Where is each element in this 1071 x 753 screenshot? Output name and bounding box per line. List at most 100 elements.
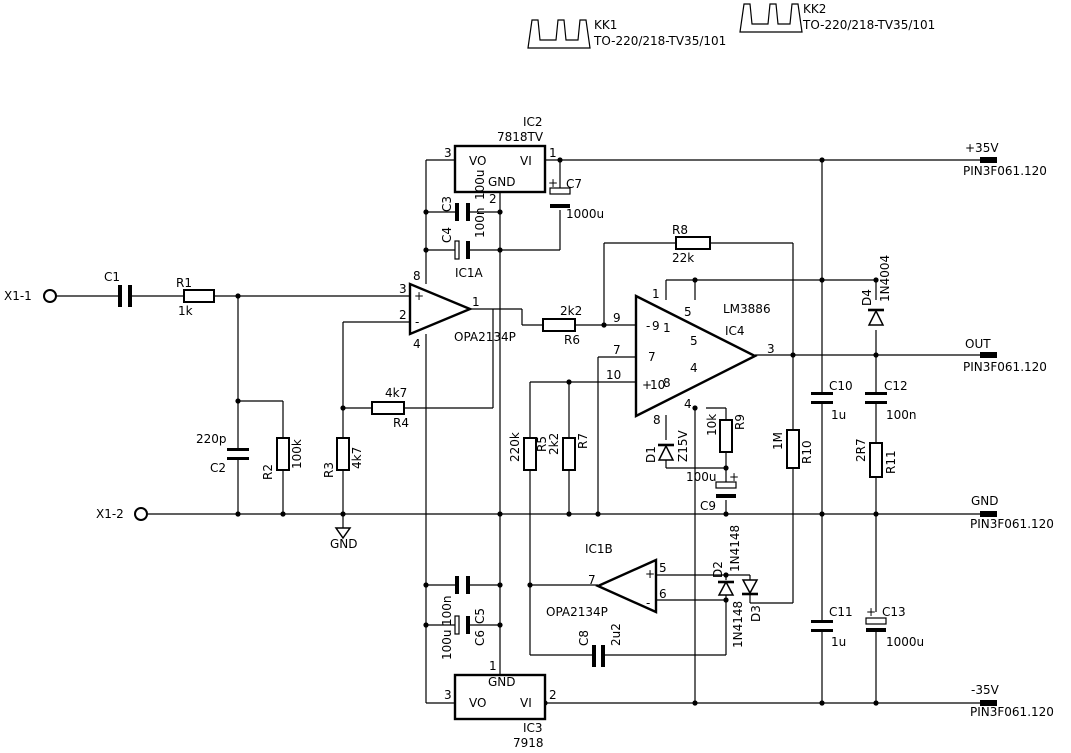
r2-ref: R2 (261, 464, 275, 480)
d4-ref: D4 (860, 289, 874, 306)
ic1a-pin-vee: 4 (413, 337, 421, 351)
regulator-ic3: GND VO VI IC3 7918 3 2 1 (444, 659, 557, 750)
ic4-inner-4: 4 (690, 361, 698, 375)
r3-ref: R3 (322, 462, 336, 478)
ic2-pin-vo: 3 (444, 146, 452, 160)
connector-x1-1-label: X1-1 (4, 289, 32, 303)
ic3-part: 7918 (513, 736, 544, 750)
r10-ref: R10 (800, 440, 814, 464)
c4-value: 100u (473, 169, 487, 200)
c2-ref: C2 (210, 461, 226, 475)
ic1b-ref: IC1B (585, 542, 613, 556)
heatsink-kk1-package: TO-220/218-TV35/101 (593, 34, 726, 48)
pin-out-part: PIN3F061.120 (963, 360, 1047, 374)
c10-ref: C10 (829, 379, 853, 393)
ic2-gnd: GND (488, 175, 516, 189)
pin-gnd[interactable]: GND PIN3F061.120 (970, 494, 1054, 531)
pin-neg35v-part: PIN3F061.120 (970, 705, 1054, 719)
ic2-vo: VO (469, 154, 486, 168)
resistor-r1: R1 1k (176, 276, 215, 318)
capacitor-c4: C4 100u (440, 169, 487, 260)
c7-ref: C7 (566, 177, 582, 191)
power-amp-ic4: IC4 LM3886 1 5 9 7 10 8 4 3 - 9 1 5 7 4 … (606, 287, 775, 427)
junctions (235, 157, 879, 706)
r6-ref: R6 (564, 333, 580, 347)
d3-value: 1N4148 (731, 601, 745, 648)
pin-gnd-net: GND (971, 494, 999, 508)
c10-value: 1u (831, 408, 846, 422)
connector-x1-1[interactable]: X1-1 (4, 289, 57, 303)
capacitor-c1: C1 (104, 270, 132, 307)
heatsink-kk2-ref: KK2 (803, 2, 826, 16)
d2-ref: D2 (711, 561, 725, 578)
resistor-r10: R10 1M (771, 429, 814, 469)
ic3-gnd: GND (488, 675, 516, 689)
opamp-ic1a: + - 3 2 1 8 4 IC1A OPA2134P (399, 266, 516, 351)
connector-x1-2[interactable]: X1-2 (96, 507, 148, 521)
ic1b-pin-out: 7 (588, 573, 596, 587)
capacitor-c9: + 100u C9 (686, 470, 739, 513)
c9-value: 100u (686, 470, 717, 484)
diode-d1: D1 Z15V (644, 430, 690, 463)
ic4-pin-10: 10 (606, 368, 621, 382)
ic1a-plus: + (414, 289, 424, 303)
ic1a-part: OPA2134P (454, 330, 516, 344)
ic4-inner-plus: + (642, 378, 652, 392)
ic1a-minus: - (415, 315, 419, 329)
ic4-pin-1: 1 (652, 287, 660, 301)
c9-plus: + (729, 470, 739, 484)
c5-ref: C5 (473, 608, 487, 624)
resistor-r9: R9 10k (705, 414, 747, 453)
capacitor-c3: C3 100n (440, 196, 487, 238)
diode-d4: D4 1N4004 (860, 255, 892, 326)
r5-value: 220k (508, 432, 522, 462)
c3-ref: C3 (440, 196, 454, 212)
capacitor-c2: 220p C2 (196, 432, 249, 475)
regulator-ic2: VO VI GND IC2 7818TV 3 1 2 (444, 115, 557, 206)
pin-neg35v[interactable]: -35V PIN3F061.120 (970, 683, 1054, 719)
r7-ref: R7 (576, 433, 590, 449)
r7-value: 2k2 (547, 433, 561, 455)
pin-pos35v[interactable]: +35V PIN3F061.120 (963, 141, 1047, 178)
capacitor-c12: C12 100n (865, 379, 917, 422)
resistor-r4: R4 4k7 (371, 386, 409, 430)
heatsink-kk1: KK1 TO-220/218-TV35/101 (527, 18, 726, 49)
ic2-pin-vi: 1 (549, 146, 557, 160)
ic4-pin-7: 7 (613, 343, 621, 357)
c13-plus: + (866, 605, 876, 619)
d2-value: 1N4148 (728, 525, 742, 572)
c7-plus: + (548, 176, 558, 190)
ic4-ref: IC4 (725, 324, 745, 338)
capacitor-c13: + C13 1000u (865, 605, 924, 649)
d1-value: Z15V (676, 430, 690, 462)
r4-ref: R4 (393, 416, 409, 430)
d3-ref: D3 (749, 605, 763, 622)
heatsink-kk2-package: TO-220/218-TV35/101 (802, 18, 935, 32)
wires (56, 159, 985, 704)
r3-value: 4k7 (350, 447, 364, 469)
c9-ref: C9 (700, 499, 716, 513)
ground-symbol-label: GND (330, 537, 358, 551)
ic1a-ref: IC1A (455, 266, 484, 280)
ic1b-minus: - (646, 596, 650, 610)
ic2-ref: IC2 (523, 115, 543, 129)
c2-value: 220p (196, 432, 227, 446)
heatsink-kk2: KK2 TO-220/218-TV35/101 (739, 2, 935, 33)
c11-value: 1u (831, 635, 846, 649)
ic3-vi: VI (520, 696, 532, 710)
r8-value: 22k (672, 251, 694, 265)
c5-value: 100n (440, 595, 454, 626)
ic2-pin-gnd: 2 (489, 192, 497, 206)
pin-gnd-part: PIN3F061.120 (970, 517, 1054, 531)
r6-value: 2k2 (560, 304, 582, 318)
ic1b-pin-plus: 5 (659, 561, 667, 575)
ic1b-part: OPA2134P (546, 605, 608, 619)
capacitor-c10: C10 1u (811, 379, 853, 422)
ic1a-pin-out: 1 (472, 295, 480, 309)
heatsink-kk1-ref: KK1 (594, 18, 617, 32)
r9-value: 10k (705, 414, 719, 436)
resistor-r7: R7 2k2 (547, 433, 590, 471)
pin-out[interactable]: OUT PIN3F061.120 (963, 337, 1047, 374)
resistor-r8: R8 22k (672, 223, 711, 265)
